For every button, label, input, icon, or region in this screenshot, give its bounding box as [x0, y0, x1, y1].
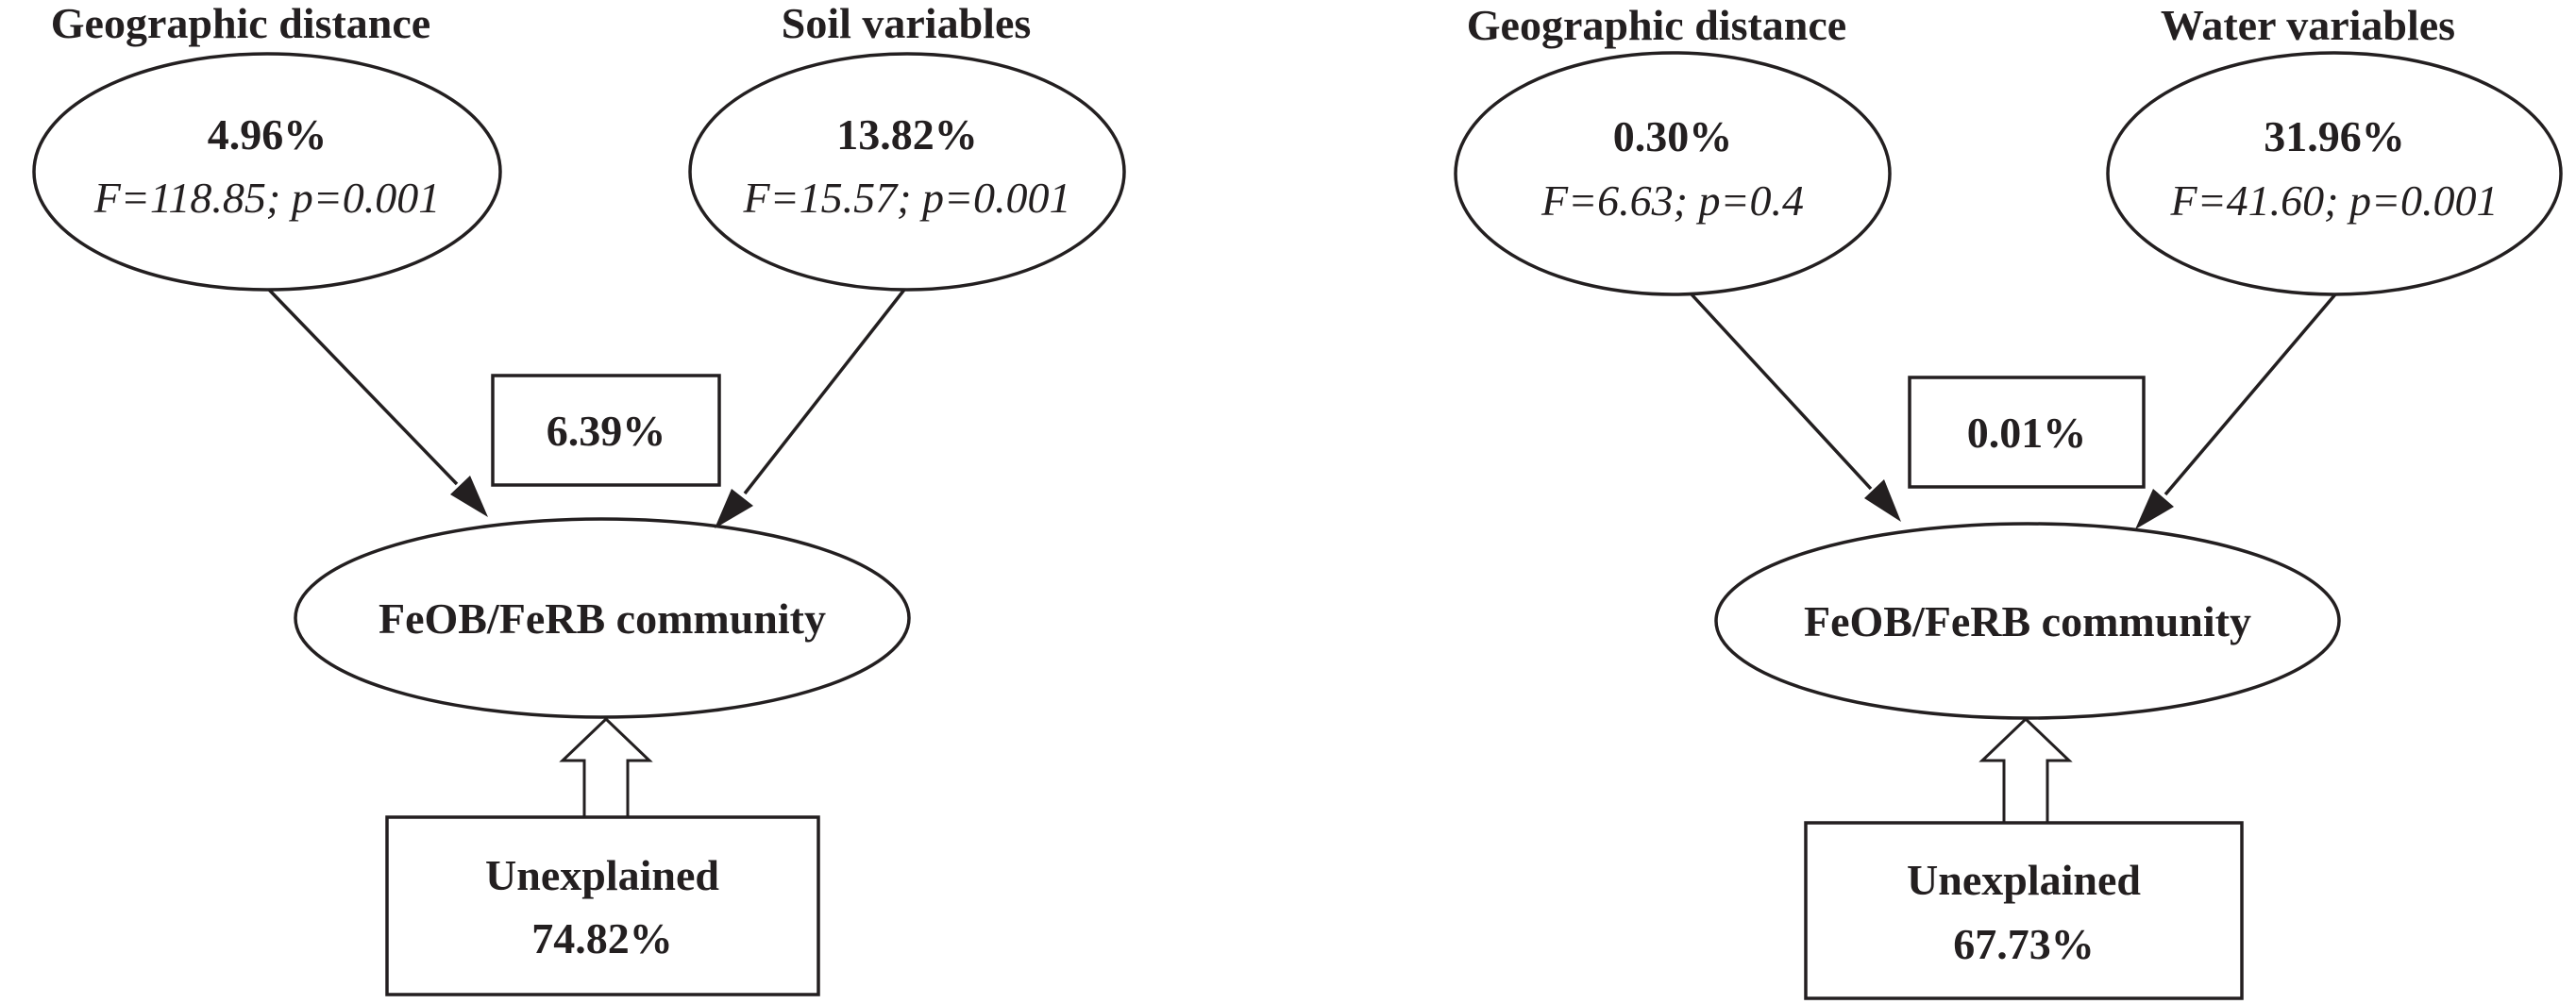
- geographic-distance-ellipse: [1454, 51, 1892, 296]
- shared-fraction-box: [491, 374, 721, 487]
- soil-arrowhead: [715, 489, 753, 528]
- water-variables-header: Water variables: [2161, 1, 2455, 49]
- unexplained-percent: 67.73%: [1953, 920, 2095, 968]
- geographic-distance-percent: 0.30%: [1613, 112, 1733, 160]
- soil-variables-stats: F=15.57; p=0.001: [743, 174, 1071, 222]
- geographic-distance-stats: F=118.85; p=0.001: [93, 174, 441, 222]
- geographic-arrowhead: [450, 476, 488, 517]
- unexplained-label: Unexplained: [1907, 856, 2141, 904]
- soil-variables-header: Soil variables: [782, 0, 1032, 47]
- geographic-arrow-line: [1690, 293, 1873, 491]
- community-ellipse: [1714, 522, 2341, 720]
- unexplained-hollow-arrow: [559, 716, 653, 819]
- unexplained-hollow-arrow: [1978, 716, 2073, 825]
- community-label: FeOB/FeRB community: [379, 594, 826, 643]
- community-ellipse: [294, 517, 911, 719]
- soil-variables-percent: 13.82%: [836, 110, 978, 159]
- unexplained-label: Unexplained: [485, 851, 719, 899]
- shared-fraction-percent: 0.01%: [1967, 409, 2087, 457]
- water-arrowhead: [2135, 489, 2174, 529]
- soil-arrow-line: [743, 288, 906, 495]
- shared-fraction-percent: 6.39%: [547, 407, 666, 455]
- water-variables-ellipse: [2106, 51, 2563, 296]
- water-variables-percent: 31.96%: [2264, 112, 2405, 160]
- shared-fraction-box: [1908, 376, 2146, 489]
- geographic-distance-stats: F=6.63; p=0.4: [1541, 176, 1804, 225]
- geographic-arrow-line: [267, 288, 459, 486]
- water-variables-stats: F=41.60; p=0.001: [2170, 176, 2499, 225]
- geographic-distance-header: Geographic distance: [51, 0, 430, 47]
- water-arrow-line: [2164, 293, 2337, 496]
- unexplained-box: [1804, 821, 2244, 1000]
- unexplained-percent: 74.82%: [531, 914, 673, 962]
- geographic-arrowhead: [1864, 479, 1901, 522]
- geographic-distance-header: Geographic distance: [1467, 1, 1846, 49]
- geographic-distance-ellipse: [32, 52, 502, 292]
- geographic-distance-percent: 4.96%: [208, 110, 328, 159]
- soil-variables-ellipse: [688, 52, 1126, 292]
- panel-water: Geographic distance Water variables 0.30…: [1454, 1, 2563, 1000]
- community-label: FeOB/FeRB community: [1804, 597, 2251, 645]
- panel-soil: Geographic distance Soil variables 4.96%…: [32, 0, 1126, 996]
- unexplained-box: [385, 815, 820, 996]
